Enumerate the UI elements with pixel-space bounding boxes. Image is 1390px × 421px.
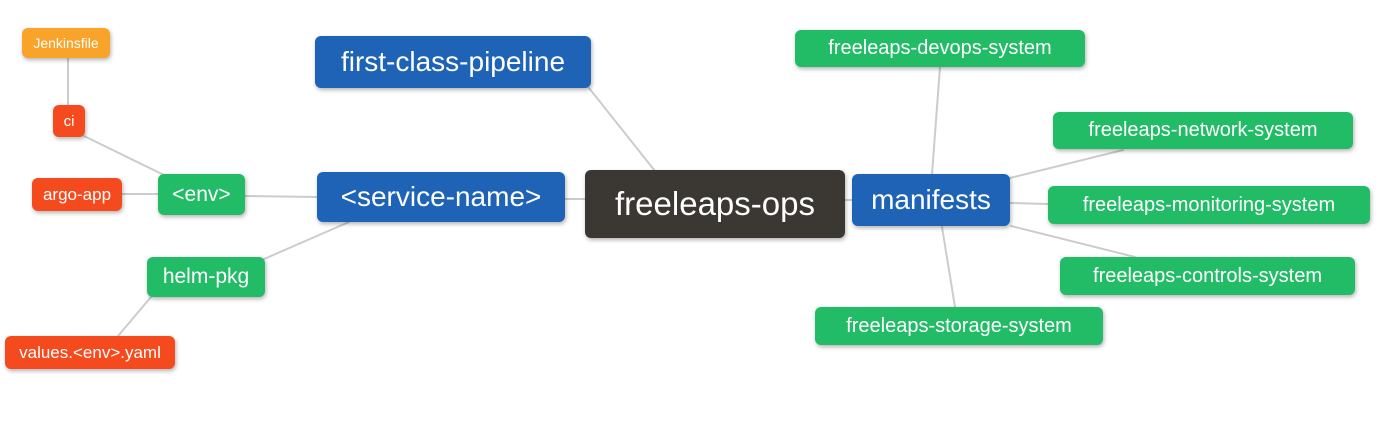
edge-service-name-to-helm-pkg [263, 221, 350, 260]
edge-manifests-to-network-system [1009, 149, 1124, 179]
node-env[interactable]: <env> [158, 174, 245, 215]
edge-manifests-to-controls-system [1010, 225, 1136, 258]
edge-env-to-service-name [244, 195, 318, 198]
node-devops-system[interactable]: freeleaps-devops-system [795, 30, 1085, 67]
node-network-system[interactable]: freeleaps-network-system [1053, 112, 1353, 149]
node-argo-app[interactable]: argo-app [32, 178, 122, 211]
node-controls-system[interactable]: freeleaps-controls-system [1060, 257, 1355, 295]
node-freeleaps-ops[interactable]: freeleaps-ops [585, 170, 845, 238]
node-monitoring-system[interactable]: freeleaps-monitoring-system [1048, 186, 1370, 224]
edge-ci-to-env [83, 135, 167, 177]
node-jenkinsfile[interactable]: Jenkinsfile [22, 28, 110, 58]
node-first-class-pipeline[interactable]: first-class-pipeline [315, 36, 591, 88]
edge-helm-pkg-to-values-env-yaml [117, 296, 152, 337]
node-helm-pkg[interactable]: helm-pkg [147, 257, 265, 297]
node-ci[interactable]: ci [53, 105, 85, 137]
node-service-name[interactable]: <service-name> [317, 172, 565, 222]
node-values-env-yaml[interactable]: values.<env>.yaml [5, 336, 175, 369]
edge-manifests-to-monitoring-system [1009, 202, 1049, 205]
node-manifests[interactable]: manifests [852, 174, 1010, 226]
node-storage-system[interactable]: freeleaps-storage-system [815, 307, 1103, 345]
edge-manifests-to-storage-system [941, 226, 956, 308]
edge-first-class-pipeline-to-freeleaps-ops [588, 87, 656, 172]
edge-manifests-to-devops-system [931, 66, 941, 175]
